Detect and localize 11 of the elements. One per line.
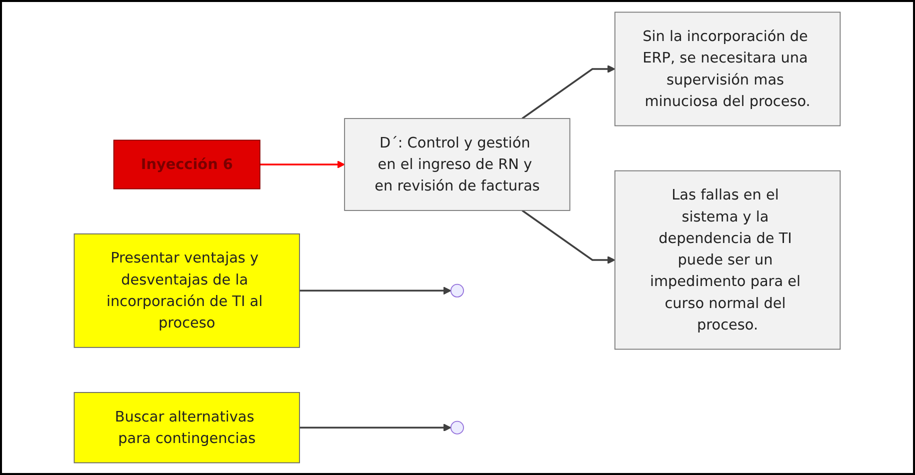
node-box — [114, 140, 261, 190]
node-box — [614, 170, 841, 350]
arrow — [300, 286, 452, 295]
node-box — [74, 233, 300, 348]
node-box — [74, 392, 300, 464]
arrow — [522, 65, 616, 120]
node-box — [614, 12, 841, 126]
arrow — [522, 210, 616, 264]
arrow — [300, 424, 452, 432]
arrow — [260, 160, 346, 168]
node-box — [344, 118, 571, 211]
